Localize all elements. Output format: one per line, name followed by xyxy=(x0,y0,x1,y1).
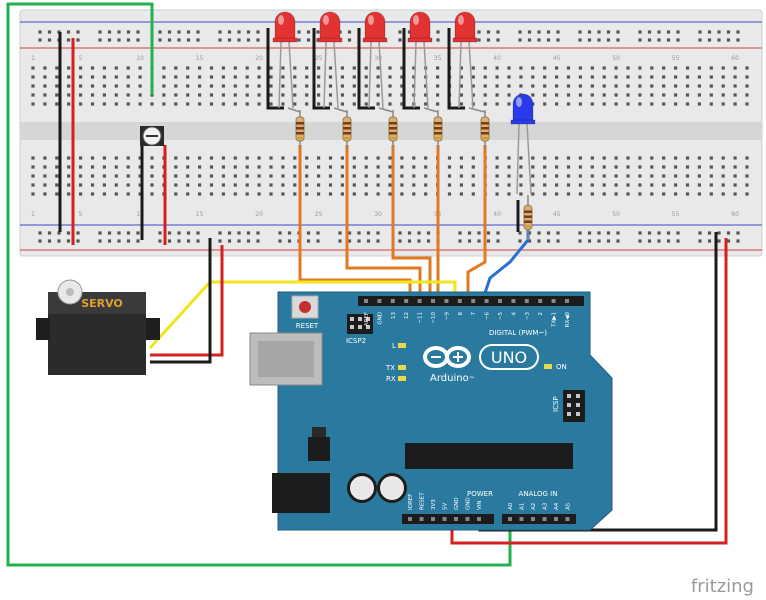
icsp2-header xyxy=(347,314,373,334)
uno-label: UNO xyxy=(491,348,527,367)
rx-label: RX xyxy=(386,375,396,383)
digital-pin-label: 12 xyxy=(404,312,410,319)
column-number: 5 xyxy=(79,211,83,218)
digital-pin-label: 13 xyxy=(391,312,397,319)
digital-pin-labels: AREF GND 13 12 ~11 ~10 ~9 8 7 ~6 ~5 4 ~3 2 TX▶1 RX◀0 xyxy=(364,312,571,328)
analog-pin-labels: A0 A1 A2 A3 A4 A5 xyxy=(508,502,572,510)
orange-signal-wires xyxy=(298,145,487,302)
digital-pin-label: ~11 xyxy=(418,312,424,324)
column-number: 10 xyxy=(136,55,144,62)
fritzing-watermark: fritzing xyxy=(691,576,754,597)
potentiometer xyxy=(140,126,164,146)
servo-wire-black xyxy=(150,238,212,364)
power-pin-label: IOREF xyxy=(408,494,414,510)
column-number: 30 xyxy=(374,211,382,218)
icsp-label: ICSP xyxy=(552,396,560,412)
arduino-brand: Arduino™ xyxy=(430,373,475,384)
led xyxy=(319,11,341,41)
power-pin-label: VIN xyxy=(477,501,483,511)
column-number: 10 xyxy=(136,211,144,218)
leds xyxy=(272,11,536,195)
column-number: 50 xyxy=(612,211,620,218)
column-number: 35 xyxy=(434,55,442,62)
digital-header xyxy=(358,296,584,306)
microcontroller-chip xyxy=(405,443,573,469)
digital-pin-label: RX◀0 xyxy=(565,312,571,328)
digital-pin-label: 7 xyxy=(471,312,477,316)
tx-label: TX xyxy=(385,364,395,372)
column-number: 15 xyxy=(196,55,204,62)
column-number: 45 xyxy=(553,211,561,218)
column-number: 30 xyxy=(374,55,382,62)
column-number: 20 xyxy=(255,55,263,62)
power-pin-label: 5V xyxy=(443,503,449,510)
power-header xyxy=(402,514,494,524)
servo-wire-red xyxy=(150,245,224,357)
analog-header xyxy=(502,514,576,524)
column-number: 25 xyxy=(315,55,323,62)
column-number: 55 xyxy=(672,211,680,218)
digital-pin-label: GND xyxy=(377,312,383,325)
column-number: 40 xyxy=(493,55,501,62)
column-number: 60 xyxy=(731,55,739,62)
on-label: ON xyxy=(556,363,567,371)
power-pin-label: RESET xyxy=(420,492,426,510)
column-number: 40 xyxy=(493,211,501,218)
power-jack xyxy=(272,473,330,513)
led xyxy=(364,11,386,41)
power-pin-label: 3V3 xyxy=(431,499,437,510)
power-pin-label: GND xyxy=(466,497,472,510)
power-label: POWER xyxy=(467,490,493,498)
analog-pin-label: A2 xyxy=(531,503,537,510)
analog-pin-label: A0 xyxy=(508,502,514,510)
led xyxy=(409,11,431,41)
column-number: 1 xyxy=(31,55,35,62)
digital-pin-label: 8 xyxy=(458,312,464,316)
icsp2-label: ICSP2 xyxy=(346,337,366,345)
column-number: 55 xyxy=(672,55,680,62)
l-label: L xyxy=(392,342,396,350)
breadboard-column-numbers: 1155101015152020252530303535404045455050… xyxy=(31,55,739,218)
green-wire-loop xyxy=(6,2,512,567)
digital-pin-label: AREF xyxy=(364,312,370,326)
digital-pin-label: ~10 xyxy=(431,312,437,324)
digital-pin-label: 4 xyxy=(511,312,517,316)
digital-pin-label: ~6 xyxy=(485,312,491,321)
column-number: 60 xyxy=(731,211,739,218)
column-number: 15 xyxy=(196,211,204,218)
digital-pin-label: ~9 xyxy=(444,312,450,321)
analog-pin-label: A3 xyxy=(543,502,549,510)
voltage-regulator xyxy=(308,437,330,461)
digital-label: DIGITAL (PWM~) xyxy=(489,329,547,337)
digital-pin-label: TX▶1 xyxy=(552,312,558,328)
analog-pin-label: A5 xyxy=(566,502,572,510)
column-number: 5 xyxy=(79,55,83,62)
digital-pin-label: ~5 xyxy=(498,312,504,321)
arduino-logo xyxy=(423,346,471,368)
led xyxy=(512,93,534,123)
column-number: 25 xyxy=(315,211,323,218)
servo: SERVO xyxy=(36,279,160,375)
led xyxy=(274,11,296,41)
column-number: 50 xyxy=(612,55,620,62)
analog-pin-label: A4 xyxy=(554,502,560,510)
column-number: 45 xyxy=(553,55,561,62)
analog-pin-label: A1 xyxy=(520,503,526,510)
analog-label: ANALOG IN xyxy=(519,490,558,498)
reset-label: RESET xyxy=(296,322,319,330)
column-number: 20 xyxy=(255,211,263,218)
digital-pin-label: 2 xyxy=(538,312,544,316)
red-wire-right xyxy=(450,238,728,545)
power-pin-labels: IOREF RESET 3V3 5V GND GND VIN xyxy=(408,492,483,510)
power-pin-label: GND xyxy=(454,497,460,510)
led xyxy=(454,11,476,41)
icsp-header xyxy=(563,390,585,422)
digital-pin-label: ~3 xyxy=(525,312,531,321)
resistors xyxy=(287,107,533,240)
servo-label: SERVO xyxy=(81,297,123,310)
column-number: 1 xyxy=(31,211,35,218)
